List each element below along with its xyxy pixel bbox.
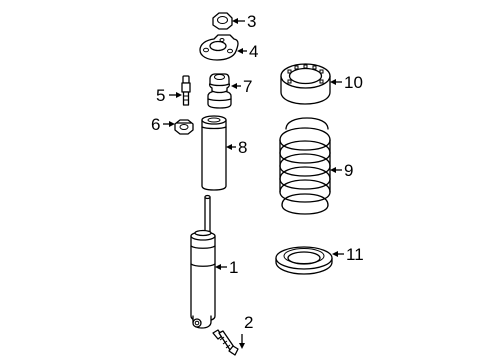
callout-7: 7 bbox=[231, 77, 252, 96]
callout-9: 9 bbox=[330, 161, 353, 180]
callout-3: 3 bbox=[232, 12, 256, 31]
part-8-dust-boot bbox=[201, 115, 227, 191]
callout-6: 6 bbox=[151, 115, 175, 134]
callout-label-9: 9 bbox=[344, 161, 353, 180]
callout-label-7: 7 bbox=[243, 77, 252, 96]
callout-2: 2 bbox=[239, 313, 253, 349]
callout-label-10: 10 bbox=[344, 73, 363, 92]
part-10-upper-spring-seat bbox=[280, 63, 331, 105]
callout-1: 1 bbox=[215, 258, 238, 277]
callout-label-4: 4 bbox=[249, 42, 258, 61]
callout-10: 10 bbox=[330, 73, 363, 92]
part-7-bump-stop bbox=[207, 73, 232, 109]
part-5-stud bbox=[181, 75, 191, 106]
callout-8: 8 bbox=[226, 138, 247, 157]
callout-label-5: 5 bbox=[156, 86, 165, 105]
part-2-bolt bbox=[212, 329, 239, 356]
part-4-upper-mount bbox=[199, 34, 239, 61]
callout-label-11: 11 bbox=[346, 245, 364, 264]
callout-11: 11 bbox=[332, 245, 364, 264]
callout-label-3: 3 bbox=[247, 12, 256, 31]
callout-label-6: 6 bbox=[151, 115, 160, 134]
callout-label-1: 1 bbox=[229, 258, 238, 277]
part-3-nut bbox=[212, 12, 233, 30]
part-1-shock-absorber bbox=[190, 194, 216, 329]
callout-label-8: 8 bbox=[238, 138, 247, 157]
callout-4: 4 bbox=[237, 42, 258, 61]
part-9-coil-spring bbox=[279, 117, 331, 215]
part-11-lower-spring-seat bbox=[275, 246, 333, 275]
callout-label-2: 2 bbox=[244, 313, 253, 332]
part-6-nut bbox=[174, 119, 194, 135]
callout-5: 5 bbox=[156, 86, 182, 105]
